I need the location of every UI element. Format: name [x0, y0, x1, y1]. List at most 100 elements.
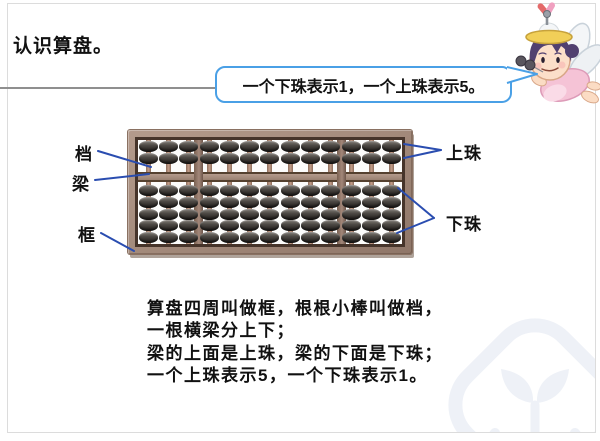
fairy-girl-icon — [515, 2, 600, 104]
lower-bead — [362, 231, 382, 243]
label-lower-bead: 下珠 — [446, 215, 482, 234]
lower-zone — [138, 182, 158, 244]
upper-zone — [199, 141, 219, 172]
upper-bead — [199, 152, 219, 164]
abacus-rod-column — [300, 140, 321, 244]
lower-bead — [199, 185, 219, 197]
upper-zone — [219, 141, 239, 172]
speech-bubble-tail — [506, 66, 538, 84]
upper-bead — [362, 152, 382, 164]
lower-bead — [301, 231, 321, 243]
body-text-line: 一个上珠表示5，一个下珠表示1。 — [147, 365, 428, 385]
hands-holding-sprout-icon — [448, 318, 595, 432]
upper-zone — [341, 141, 361, 172]
lower-bead — [280, 208, 300, 220]
lower-bead — [219, 185, 239, 197]
upper-bead — [158, 152, 178, 164]
upper-zone — [321, 141, 341, 172]
watermark — [445, 302, 595, 432]
abacus-rod-column — [382, 140, 402, 244]
title-underline — [0, 87, 217, 89]
lower-bead — [382, 196, 402, 208]
lower-zone — [382, 182, 402, 244]
lower-bead — [240, 196, 260, 208]
body-text-line: 一根横梁分上下； — [147, 321, 295, 341]
lower-bead — [138, 185, 158, 197]
lower-bead — [179, 185, 199, 197]
lower-bead — [382, 231, 402, 243]
lower-bead — [321, 208, 341, 220]
abacus-divider-post — [336, 140, 346, 244]
lower-bead — [321, 220, 341, 232]
upper-zone — [260, 141, 280, 172]
lower-bead — [260, 231, 280, 243]
lower-bead — [280, 185, 300, 197]
upper-bead — [240, 141, 260, 153]
upper-bead — [138, 152, 158, 164]
lower-bead — [199, 231, 219, 243]
lower-zone — [199, 182, 219, 244]
lower-zone — [260, 182, 280, 244]
lower-bead — [362, 220, 382, 232]
abacus-rod-column — [321, 140, 341, 244]
body-text-line: 算盘四周叫做框，根根小棒叫做档， — [147, 299, 443, 318]
lower-bead — [321, 231, 341, 243]
label-frame: 框 — [78, 226, 96, 245]
lower-bead — [158, 185, 178, 197]
lower-bead — [382, 185, 402, 197]
label-upper-bead: 上珠 — [446, 144, 482, 163]
lower-bead — [138, 231, 158, 243]
lower-bead — [260, 208, 280, 220]
lower-bead — [179, 196, 199, 208]
upper-bead — [280, 141, 300, 153]
abacus-beam — [138, 172, 402, 182]
lower-bead — [158, 208, 178, 220]
lower-bead — [362, 208, 382, 220]
lower-bead — [321, 185, 341, 197]
lower-bead — [219, 220, 239, 232]
upper-bead — [382, 141, 402, 153]
abacus-rod-column — [158, 140, 178, 244]
lower-bead — [219, 231, 239, 243]
lower-bead — [301, 208, 321, 220]
abacus-rod-column — [179, 140, 199, 244]
lower-bead — [321, 196, 341, 208]
upper-bead — [341, 152, 361, 164]
lower-bead — [301, 185, 321, 197]
upper-bead — [301, 141, 321, 153]
upper-zone — [280, 141, 300, 172]
lower-bead — [341, 231, 361, 243]
upper-zone — [361, 141, 382, 172]
abacus-rod-column — [260, 140, 280, 244]
lower-zone — [280, 182, 300, 244]
upper-zone — [138, 141, 158, 172]
lower-bead — [199, 196, 219, 208]
lower-zone — [240, 182, 260, 244]
upper-bead — [280, 152, 300, 164]
upper-bead — [341, 141, 361, 153]
abacus — [128, 130, 412, 254]
lower-bead — [301, 220, 321, 232]
upper-bead — [382, 152, 402, 164]
lower-bead — [158, 220, 178, 232]
lower-zone — [179, 182, 199, 244]
lower-bead — [280, 196, 300, 208]
upper-zone — [300, 141, 321, 172]
speech-bubble-text: 一个下珠表示1，一个上珠表示5。 — [242, 78, 485, 96]
upper-bead — [199, 141, 219, 153]
label-rod: 档 — [75, 145, 93, 164]
upper-bead — [158, 141, 178, 153]
lower-bead — [199, 208, 219, 220]
label-beam: 梁 — [72, 175, 90, 194]
lower-bead — [260, 196, 280, 208]
lower-zone — [341, 182, 361, 244]
upper-bead — [179, 141, 199, 153]
upper-bead — [179, 152, 199, 164]
upper-bead — [301, 152, 321, 164]
lower-bead — [280, 231, 300, 243]
lower-bead — [240, 208, 260, 220]
upper-bead — [138, 141, 158, 153]
lower-bead — [179, 231, 199, 243]
abacus-rod-column — [341, 140, 361, 244]
upper-zone — [240, 141, 260, 172]
